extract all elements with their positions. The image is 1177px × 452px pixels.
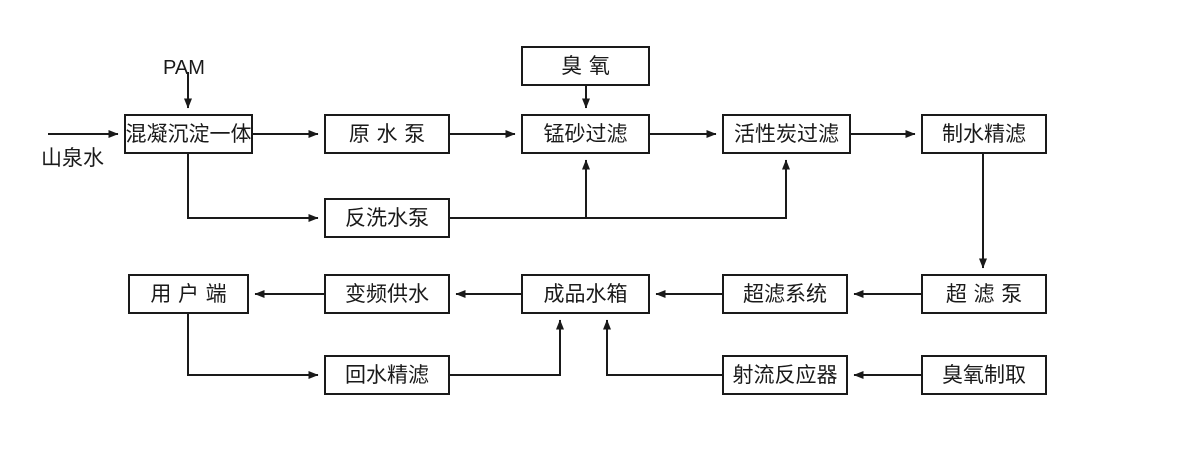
node-label: 回水精滤 xyxy=(345,362,429,387)
node-label: 臭氧制取 xyxy=(942,362,1026,387)
node-label: 超滤系统 xyxy=(743,281,827,306)
node-label: 成品水箱 xyxy=(543,281,628,306)
node-ozone-dose[interactable]: 臭 氧 xyxy=(521,46,650,86)
node-label: 超 滤 泵 xyxy=(945,281,1023,306)
node-user-end[interactable]: 用 户 端 xyxy=(128,274,249,314)
label-source-water: 山泉水 xyxy=(41,146,104,170)
node-label: 混凝沉淀一体 xyxy=(125,121,252,146)
node-water-fine-filter[interactable]: 制水精滤 xyxy=(921,114,1047,154)
node-jet-reactor[interactable]: 射流反应器 xyxy=(722,355,848,395)
node-vfd-supply[interactable]: 变频供水 xyxy=(324,274,450,314)
edge-jet-to-tank xyxy=(603,319,722,376)
node-label: 变频供水 xyxy=(345,281,429,306)
edge-coag-to-backwash xyxy=(187,154,319,222)
node-manganese-filter[interactable]: 锰砂过滤 xyxy=(521,114,650,154)
edge-returnfilter-to-tank xyxy=(450,319,564,376)
node-label: 制水精滤 xyxy=(942,121,1026,146)
node-coag-sed-unit[interactable]: 混凝沉淀一体 xyxy=(124,114,253,154)
node-label: 射流反应器 xyxy=(732,362,838,387)
node-raw-water-pump[interactable]: 原 水 泵 xyxy=(324,114,450,154)
node-label: 反洗水泵 xyxy=(345,205,429,230)
node-ozone-generator[interactable]: 臭氧制取 xyxy=(921,355,1047,395)
label-pam: PAM xyxy=(163,57,205,79)
node-label: 锰砂过滤 xyxy=(543,121,628,146)
edge-backwash-to-carbon xyxy=(450,159,790,219)
node-label: 臭 氧 xyxy=(561,53,610,78)
node-backwash-pump[interactable]: 反洗水泵 xyxy=(324,198,450,238)
node-label: 活性炭过滤 xyxy=(734,121,839,146)
node-label: 原 水 泵 xyxy=(348,121,426,146)
node-uf-pump[interactable]: 超 滤 泵 xyxy=(921,274,1047,314)
node-label: 用 户 端 xyxy=(150,281,227,306)
node-return-filter[interactable]: 回水精滤 xyxy=(324,355,450,395)
edge-backwash-to-manganese xyxy=(450,159,590,219)
node-carbon-filter[interactable]: 活性炭过滤 xyxy=(722,114,851,154)
edge-user-to-returnfilter xyxy=(187,314,319,379)
node-uf-system[interactable]: 超滤系统 xyxy=(722,274,848,314)
node-product-tank[interactable]: 成品水箱 xyxy=(521,274,650,314)
